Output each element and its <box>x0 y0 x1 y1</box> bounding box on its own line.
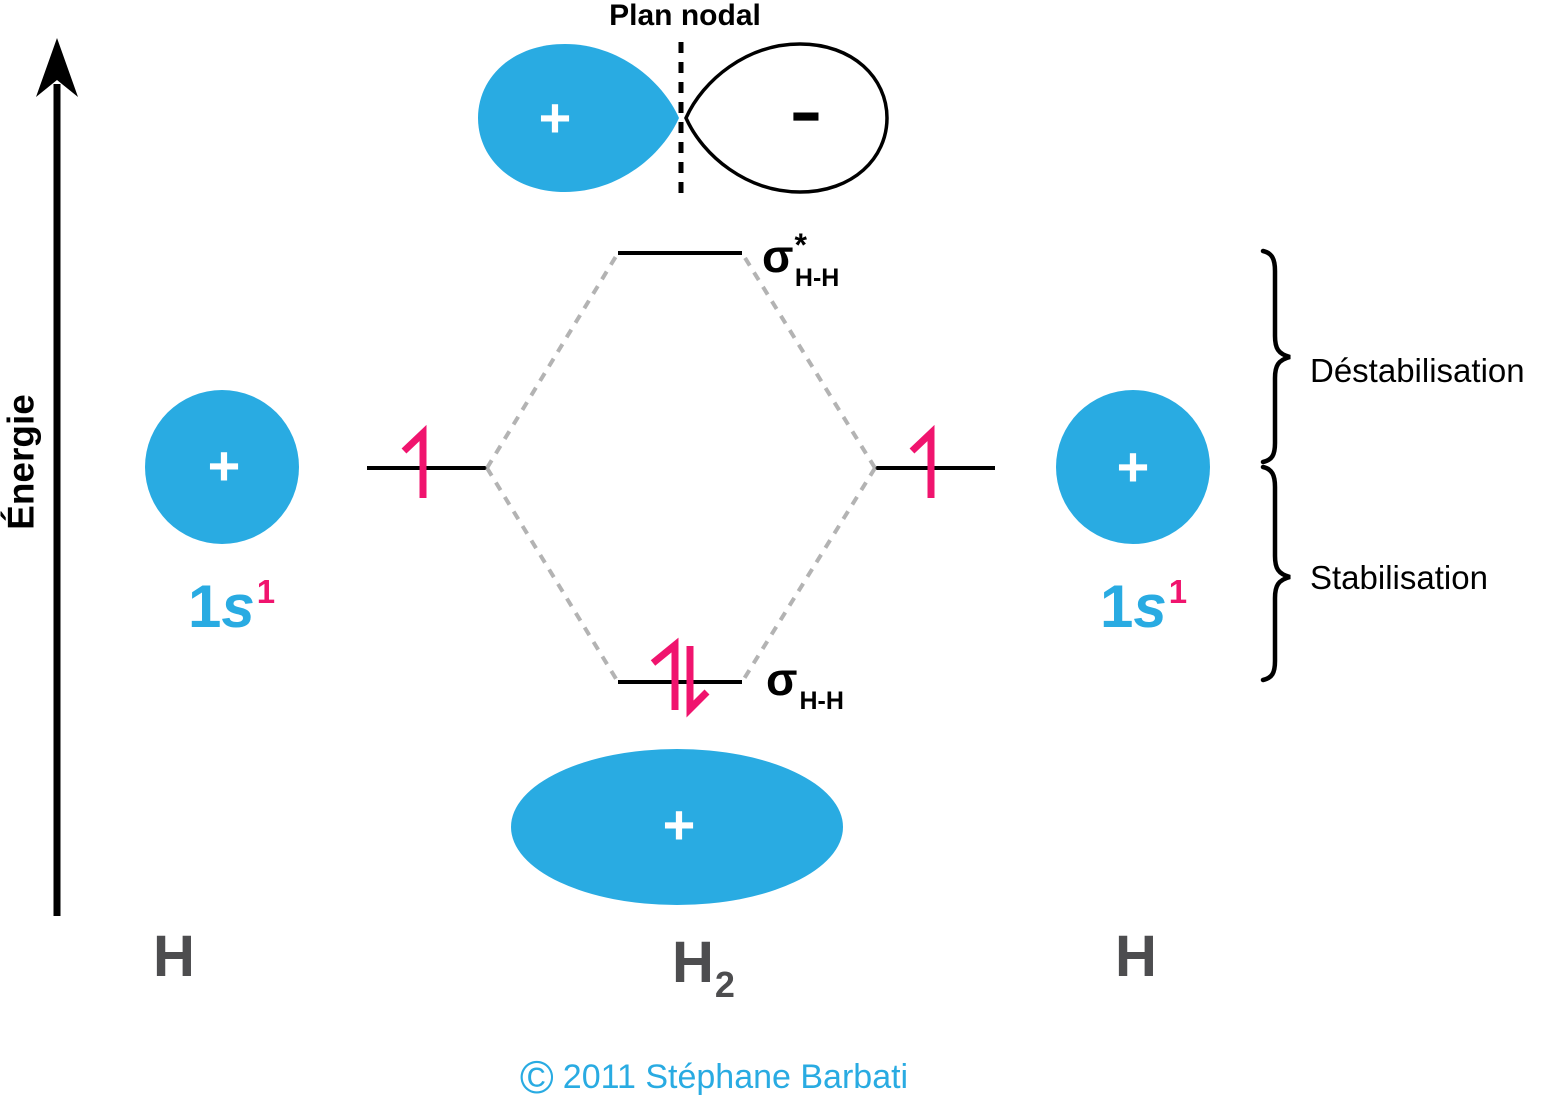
atom-label-left: H <box>153 924 195 989</box>
nodal-plane-title: Plan nodal <box>609 0 761 32</box>
ao-left-label: 1s1 <box>188 575 275 637</box>
electron-up-arrow-right-ao <box>909 424 935 498</box>
sigma-subscript: H-H <box>799 687 844 715</box>
copyright-line: © 2011 Stéphane Barbati <box>520 1054 908 1100</box>
electron-up-arrow-sigma <box>650 637 679 710</box>
energy-axis-label: Énergie <box>0 394 42 530</box>
molecule-label-subscript: 2 <box>714 964 735 1005</box>
ao-right-orbital-letter: s <box>1133 573 1167 640</box>
ao-left-superscript: 1 <box>256 573 276 610</box>
ao-left-orbital-letter: s <box>221 573 255 640</box>
molecule-label-main: H <box>672 930 714 995</box>
stabilisation-brace <box>1260 464 1291 683</box>
ao-left-orbital-circle <box>145 390 299 544</box>
electron-up-arrow-left-ao <box>401 424 427 498</box>
copyright-icon: © <box>519 1051 554 1100</box>
ao-right-n: 1 <box>1100 573 1134 640</box>
correlation-line-left-down <box>485 466 620 684</box>
antibonding-positive-lobe <box>478 44 679 192</box>
atom-label-right: H <box>1115 924 1157 989</box>
antibonding-positive-sign: + <box>538 86 572 149</box>
sigma-star-label: σ*H-H <box>762 229 839 291</box>
molecule-label-h2: H2 <box>672 934 735 1003</box>
stabilisation-label: Stabilisation <box>1310 559 1488 596</box>
ao-right-orbital-circle <box>1056 390 1210 544</box>
bonding-mo-ellipse <box>511 749 843 905</box>
antibonding-negative-lobe <box>684 42 889 194</box>
copyright-text: 2011 Stéphane Barbati <box>562 1058 909 1096</box>
correlation-line-right-down <box>740 466 877 684</box>
sigma-label: σH-H <box>766 653 844 714</box>
correlation-line-left-up <box>485 251 620 470</box>
bonding-cloud-plus-sign: + <box>662 793 696 856</box>
energy-axis-arrowhead-icon <box>36 38 78 97</box>
ao-right-superscript: 1 <box>1168 573 1188 610</box>
destabilisation-brace <box>1260 248 1291 465</box>
antibonding-negative-sign: − <box>791 74 821 158</box>
ao-right-label: 1s1 <box>1100 575 1187 637</box>
ao-left-plus-sign: + <box>207 434 241 497</box>
ao-left-n: 1 <box>188 573 222 640</box>
electron-down-arrow-sigma <box>686 646 710 718</box>
destabilisation-label: Déstabilisation <box>1310 352 1525 389</box>
sigma-star-asterisk: * <box>794 227 807 263</box>
correlation-line-right-up <box>740 251 877 470</box>
ao-right-plus-sign: + <box>1116 435 1150 498</box>
sigma-star-symbol: σ <box>762 230 794 282</box>
sigma-symbol: σ <box>766 653 798 705</box>
sigma-star-subscript: H-H <box>794 264 840 292</box>
